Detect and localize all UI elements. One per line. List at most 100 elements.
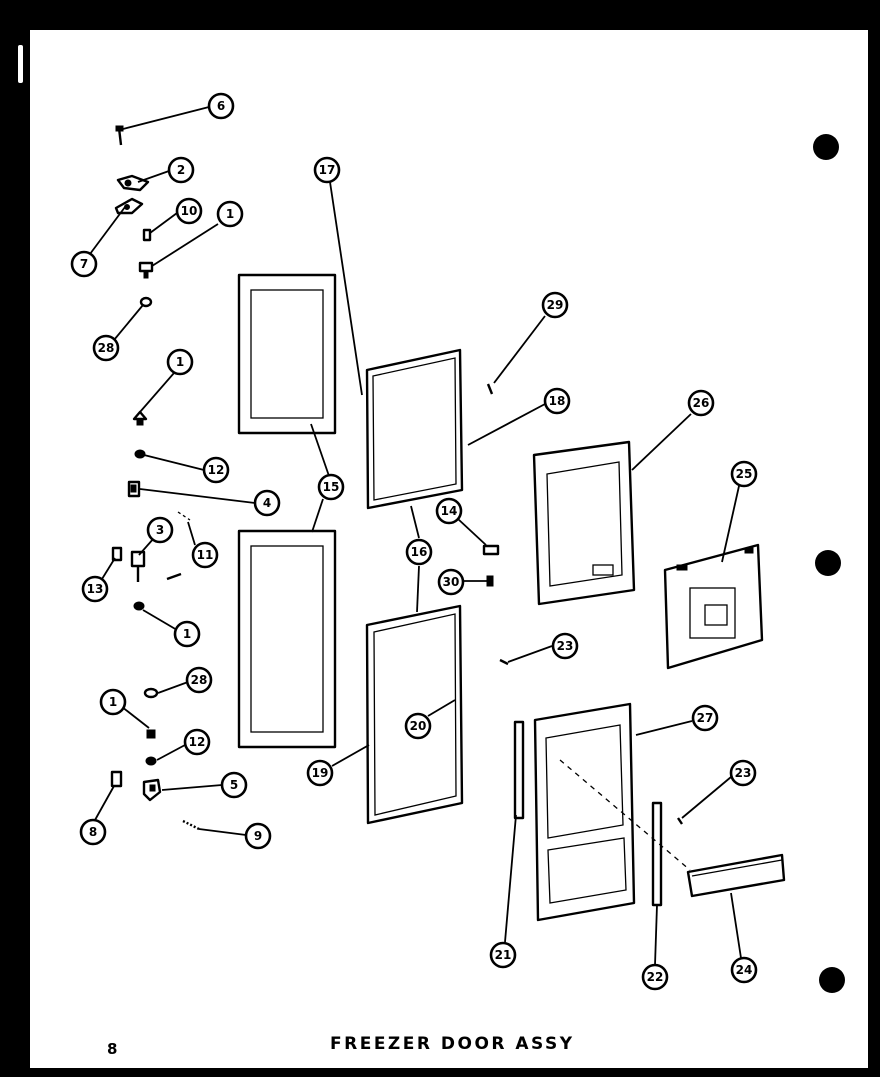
svg-text:10: 10 xyxy=(181,204,198,218)
page-number: 8 xyxy=(107,1040,118,1058)
svg-text:19: 19 xyxy=(312,766,329,780)
callout-25: 25 xyxy=(730,460,758,488)
svg-text:8: 8 xyxy=(89,825,97,839)
svg-text:1: 1 xyxy=(226,207,234,221)
callout-26: 26 xyxy=(687,389,715,417)
alignment-line xyxy=(559,759,691,871)
bushing-part-top xyxy=(138,261,154,279)
svg-text:7: 7 xyxy=(80,257,88,271)
right-rail-part xyxy=(651,801,663,907)
pin-part xyxy=(142,228,152,242)
punch-hole-top xyxy=(813,134,839,160)
callout-12-upper: 12 xyxy=(202,456,230,484)
callout-23-upper: 23 xyxy=(551,632,579,660)
callout-8: 8 xyxy=(79,818,107,846)
svg-text:12: 12 xyxy=(189,735,206,749)
hinge-assembly-part xyxy=(127,480,141,498)
callout-24: 24 xyxy=(730,956,758,984)
callout-1-top: 1 xyxy=(216,200,244,228)
callout-22: 22 xyxy=(641,963,669,991)
svg-text:21: 21 xyxy=(495,948,512,962)
hinge-plate-part xyxy=(114,197,144,215)
callout-27: 27 xyxy=(691,704,719,732)
svg-text:1: 1 xyxy=(183,627,191,641)
bottom-screw-part xyxy=(182,819,200,831)
svg-text:23: 23 xyxy=(557,639,574,653)
callout-15: 15 xyxy=(317,473,345,501)
callout-13: 13 xyxy=(81,575,109,603)
callout-11: 11 xyxy=(191,541,219,569)
upper-door-frame-part xyxy=(237,273,337,435)
diagram-sheet xyxy=(30,30,868,1068)
bracket-assembly-part xyxy=(663,543,764,670)
bushing-part-mid xyxy=(132,410,148,426)
lower-door-frame-part xyxy=(237,529,337,749)
callout-1-upper: 1 xyxy=(166,348,194,376)
svg-text:15: 15 xyxy=(323,480,340,494)
callout-6: 6 xyxy=(207,92,235,120)
callout-7: 7 xyxy=(70,250,98,278)
lower-inner-liner-part xyxy=(533,702,636,922)
svg-text:16: 16 xyxy=(411,545,428,559)
callout-16: 16 xyxy=(405,538,433,566)
callout-28-bottom: 28 xyxy=(185,666,213,694)
screw-part-23a xyxy=(499,658,509,666)
lower-gasket-part xyxy=(365,604,464,825)
punch-hole-bottom xyxy=(819,967,845,993)
svg-text:14: 14 xyxy=(441,504,458,518)
callout-23-lower: 23 xyxy=(729,759,757,787)
scan-edge-mark xyxy=(18,45,23,83)
callout-20: 20 xyxy=(404,712,432,740)
upper-inner-liner-part xyxy=(532,440,636,606)
screw-part-29 xyxy=(486,383,494,395)
callout-12-lower: 12 xyxy=(183,728,211,756)
callout-1-middle: 1 xyxy=(173,620,201,648)
washer-part-top xyxy=(139,296,153,308)
bottom-hinge-part xyxy=(142,778,162,802)
svg-text:11: 11 xyxy=(197,548,214,562)
svg-text:27: 27 xyxy=(697,711,714,725)
callout-30: 30 xyxy=(437,568,465,596)
latch-part xyxy=(130,511,191,582)
shelf-tray-part xyxy=(686,853,786,898)
svg-text:22: 22 xyxy=(647,970,664,984)
upper-gasket-part xyxy=(365,348,464,510)
svg-text:25: 25 xyxy=(736,467,753,481)
callout-17: 17 xyxy=(313,156,341,184)
callout-4: 4 xyxy=(253,489,281,517)
diagram-title: FREEZER DOOR ASSY xyxy=(330,1034,575,1054)
spring-part xyxy=(166,572,182,581)
svg-text:24: 24 xyxy=(736,963,753,977)
svg-text:18: 18 xyxy=(549,394,566,408)
svg-text:29: 29 xyxy=(547,298,564,312)
callout-19: 19 xyxy=(306,759,334,787)
svg-text:3: 3 xyxy=(156,523,164,537)
callout-28-top: 28 xyxy=(92,334,120,362)
svg-text:17: 17 xyxy=(319,163,336,177)
washer-part-bottom-a xyxy=(143,687,159,699)
svg-text:28: 28 xyxy=(98,341,115,355)
svg-text:13: 13 xyxy=(87,582,104,596)
svg-text:1: 1 xyxy=(109,695,117,709)
svg-text:5: 5 xyxy=(230,778,238,792)
svg-text:2: 2 xyxy=(177,163,185,177)
callout-29: 29 xyxy=(541,291,569,319)
callout-9: 9 xyxy=(244,822,272,850)
svg-text:12: 12 xyxy=(208,463,225,477)
svg-text:9: 9 xyxy=(254,829,262,843)
callout-21: 21 xyxy=(489,941,517,969)
svg-text:1: 1 xyxy=(176,355,184,369)
callout-1-bottom: 1 xyxy=(99,688,127,716)
svg-text:6: 6 xyxy=(217,99,225,113)
callout-5: 5 xyxy=(220,771,248,799)
bushing-part-bottom xyxy=(146,729,156,739)
callout-2: 2 xyxy=(167,156,195,184)
leader-lines xyxy=(89,106,742,966)
punch-hole-middle xyxy=(815,550,841,576)
washer-part-lower xyxy=(133,601,145,611)
svg-text:30: 30 xyxy=(443,575,460,589)
clip-part xyxy=(111,546,123,562)
svg-text:20: 20 xyxy=(410,719,427,733)
svg-text:23: 23 xyxy=(735,766,752,780)
